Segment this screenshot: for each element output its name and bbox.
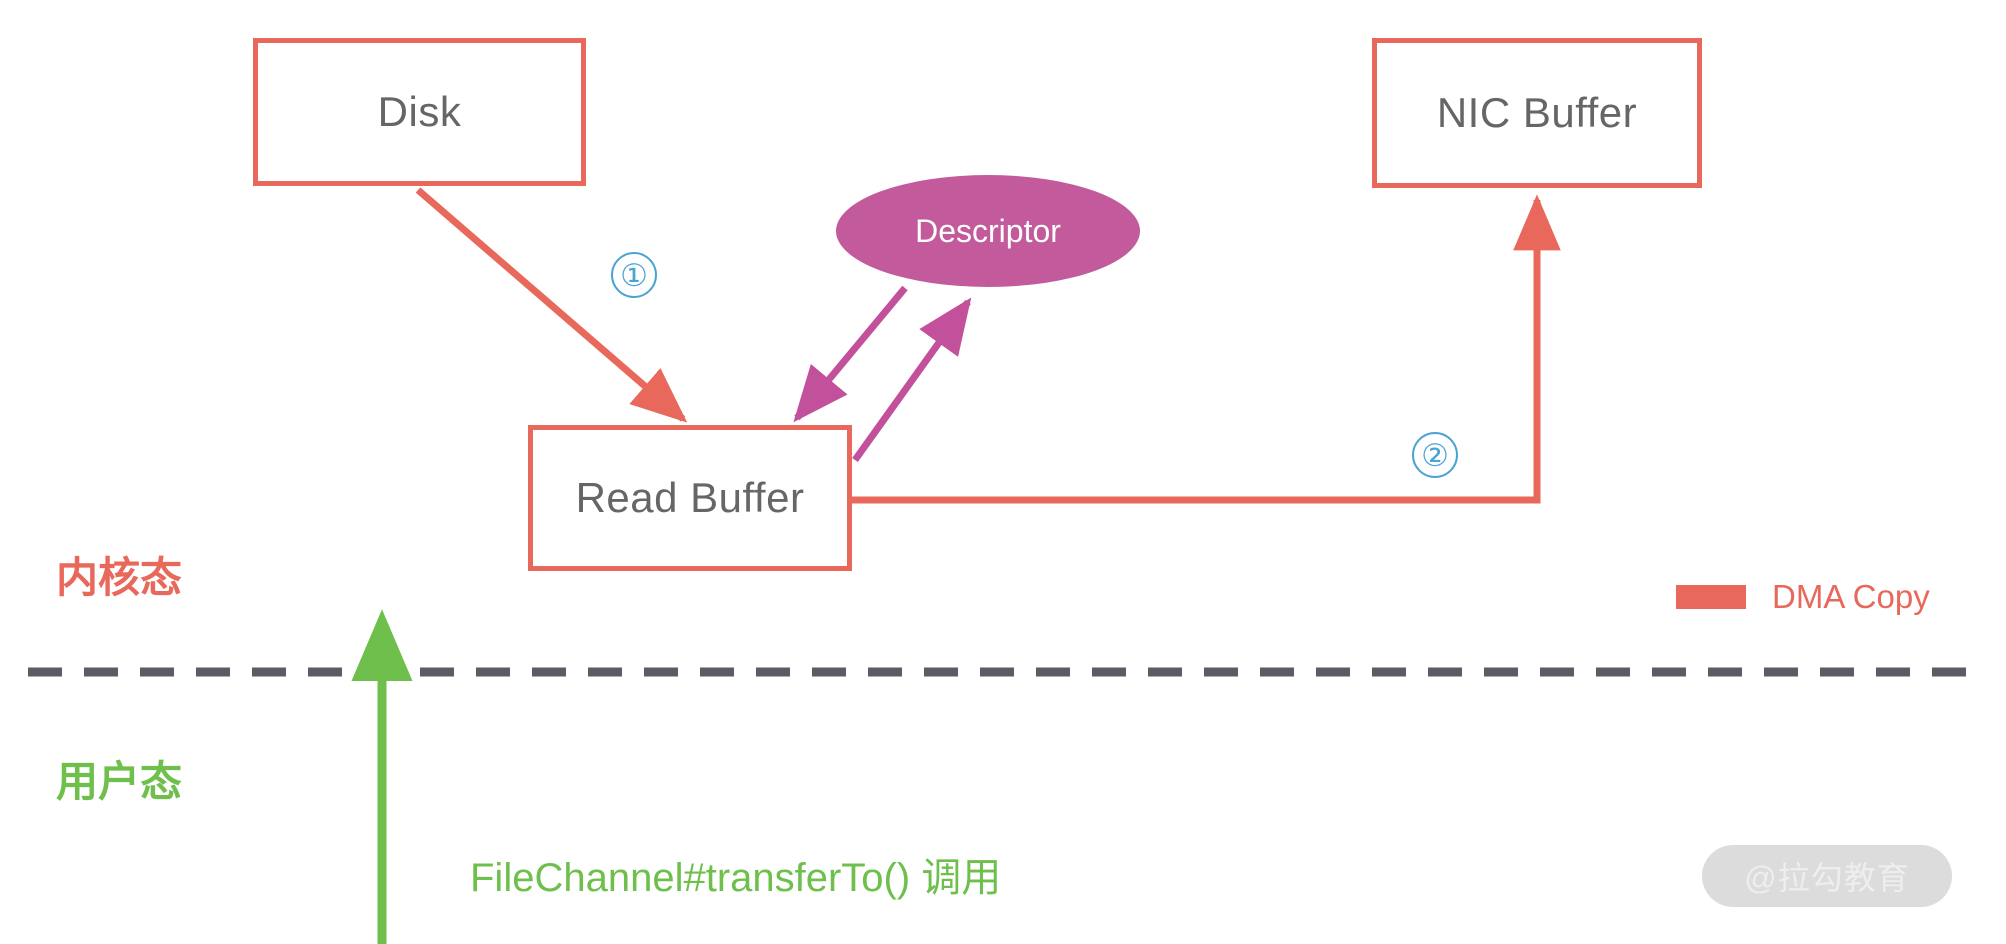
node-nic-buffer[interactable]: NIC Buffer [1372, 38, 1702, 188]
arrow-descriptor-to-read-buffer [793, 285, 908, 423]
node-nic-buffer-label: NIC Buffer [1436, 89, 1638, 136]
arrow-disk-to-read-buffer [415, 187, 688, 423]
node-read-buffer[interactable]: Read Buffer [528, 425, 852, 571]
step-badge-2: ② [1412, 432, 1458, 478]
watermark-text: @拉勾教育 [1744, 860, 1910, 896]
node-read-buffer-label: Read Buffer [575, 474, 805, 521]
node-disk[interactable]: Disk [253, 38, 586, 186]
transferto-call-label: FileChannel#transferTo() 调用 [470, 856, 1002, 900]
user-space-label: 用户态 [56, 758, 183, 805]
legend-swatch-dma-copy [1676, 585, 1746, 609]
node-descriptor[interactable]: Descriptor [836, 175, 1140, 287]
step-badge-1: ① [611, 252, 657, 298]
legend: DMA Copy [1676, 578, 1930, 616]
kernel-space-label: 内核态 [56, 554, 183, 601]
legend-label-dma-copy: DMA Copy [1772, 578, 1930, 615]
node-descriptor-label: Descriptor [915, 212, 1061, 249]
node-disk-label: Disk [377, 88, 462, 135]
watermark-badge: @拉勾教育 [1702, 845, 1952, 907]
arrow-read-buffer-to-nic-buffer [852, 194, 1561, 504]
arrow-read-buffer-to-descriptor [852, 297, 972, 463]
